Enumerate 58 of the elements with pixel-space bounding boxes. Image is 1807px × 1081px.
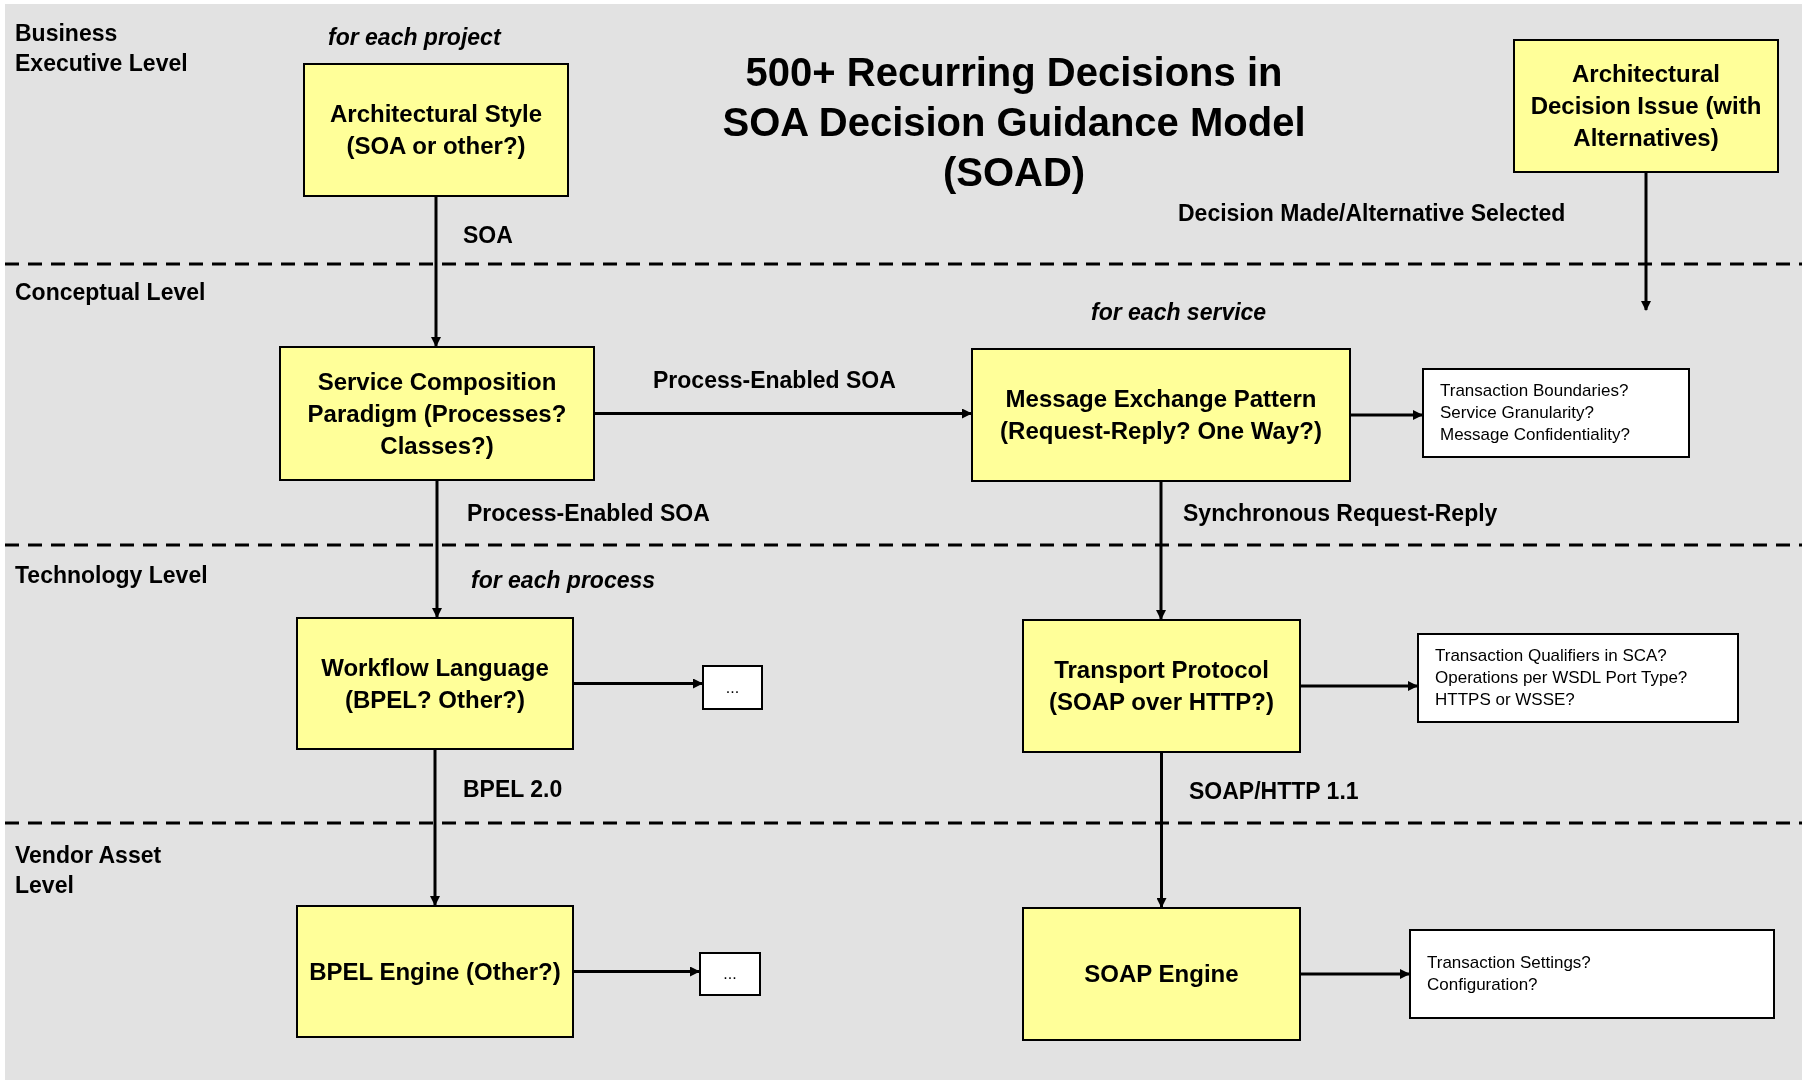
level-label: Business Executive Level [15, 19, 189, 78]
box-text: Architectural Decision Issue (with Alternatives) [1529, 59, 1763, 153]
decision-box [1022, 907, 1301, 1041]
arrow [1301, 969, 1410, 979]
ellipsis-box [702, 665, 763, 710]
edge-label: Decision Made/Alternative Selected [1178, 199, 1566, 228]
arrow [1156, 753, 1167, 908]
edge-label: Process-Enabled SOA [653, 366, 896, 395]
question-list-box [1422, 368, 1690, 458]
decision-box [303, 63, 569, 197]
question-list-box [1409, 929, 1775, 1019]
box-text: BPEL Engine (Other?) [309, 956, 561, 987]
arrow [574, 678, 703, 689]
scope-note: for each process [471, 566, 656, 595]
question-text: Transaction Boundaries? [1440, 380, 1629, 402]
decision-box [296, 617, 574, 750]
scope-note: for each project [328, 23, 501, 52]
edge-label: SOAP/HTTP 1.1 [1189, 777, 1359, 806]
question-list-box [1417, 633, 1739, 723]
box-text: Architectural Style (SOA or other?) [328, 99, 544, 161]
box-text: SOAP Engine [1084, 959, 1239, 989]
question-text: HTTPS or WSSE? [1435, 689, 1575, 711]
arrow [431, 197, 441, 347]
arrow [432, 481, 442, 618]
level-label: Conceptual Level [15, 278, 207, 307]
decision-box [1022, 619, 1301, 753]
box-text: ... [725, 677, 740, 698]
box-text: Transport Protocol (SOAP over HTTP?) [1048, 655, 1275, 717]
edge-label: Process-Enabled SOA [467, 499, 710, 528]
question-text: Service Granularity? [1440, 402, 1594, 424]
edge-label: BPEL 2.0 [463, 775, 563, 804]
arrow [1351, 410, 1423, 420]
arrow [574, 966, 700, 977]
question-text: Transaction Qualifiers in SCA? [1435, 645, 1667, 667]
question-text: Operations per WSDL Port Type? [1435, 667, 1688, 689]
level-label: Technology Level [15, 561, 209, 590]
arrow [1156, 482, 1166, 620]
arrow [1301, 681, 1418, 691]
box-text: Workflow Language (BPEL? Other?) [320, 652, 550, 715]
decision-box [971, 348, 1351, 482]
edge-label: Synchronous Request-Reply [1183, 499, 1498, 528]
box-text: Message Exchange Pattern (Request-Reply? One Way?) [999, 384, 1323, 446]
edge-label: SOA [463, 221, 513, 250]
level-label: Vendor Asset Level [15, 841, 163, 900]
scope-note: for each service [1091, 298, 1267, 327]
question-text: Message Confidentiality? [1440, 424, 1630, 446]
diagram-title: 500+ Recurring Decisions in SOA Decision Guidance Model (SOAD) [721, 49, 1307, 196]
ellipsis-box [699, 952, 761, 996]
decision-box [279, 346, 595, 481]
question-text: Configuration? [1427, 974, 1538, 996]
box-text: ... [723, 964, 737, 984]
arrow [595, 408, 972, 419]
box-text: Service Composition Paradigm (Processes? Classes?) [306, 366, 568, 461]
arrow [1641, 173, 1651, 311]
arrow [430, 750, 440, 906]
question-text: Transaction Settings? [1427, 952, 1591, 974]
decision-box [296, 905, 574, 1038]
decision-box [1513, 39, 1779, 173]
